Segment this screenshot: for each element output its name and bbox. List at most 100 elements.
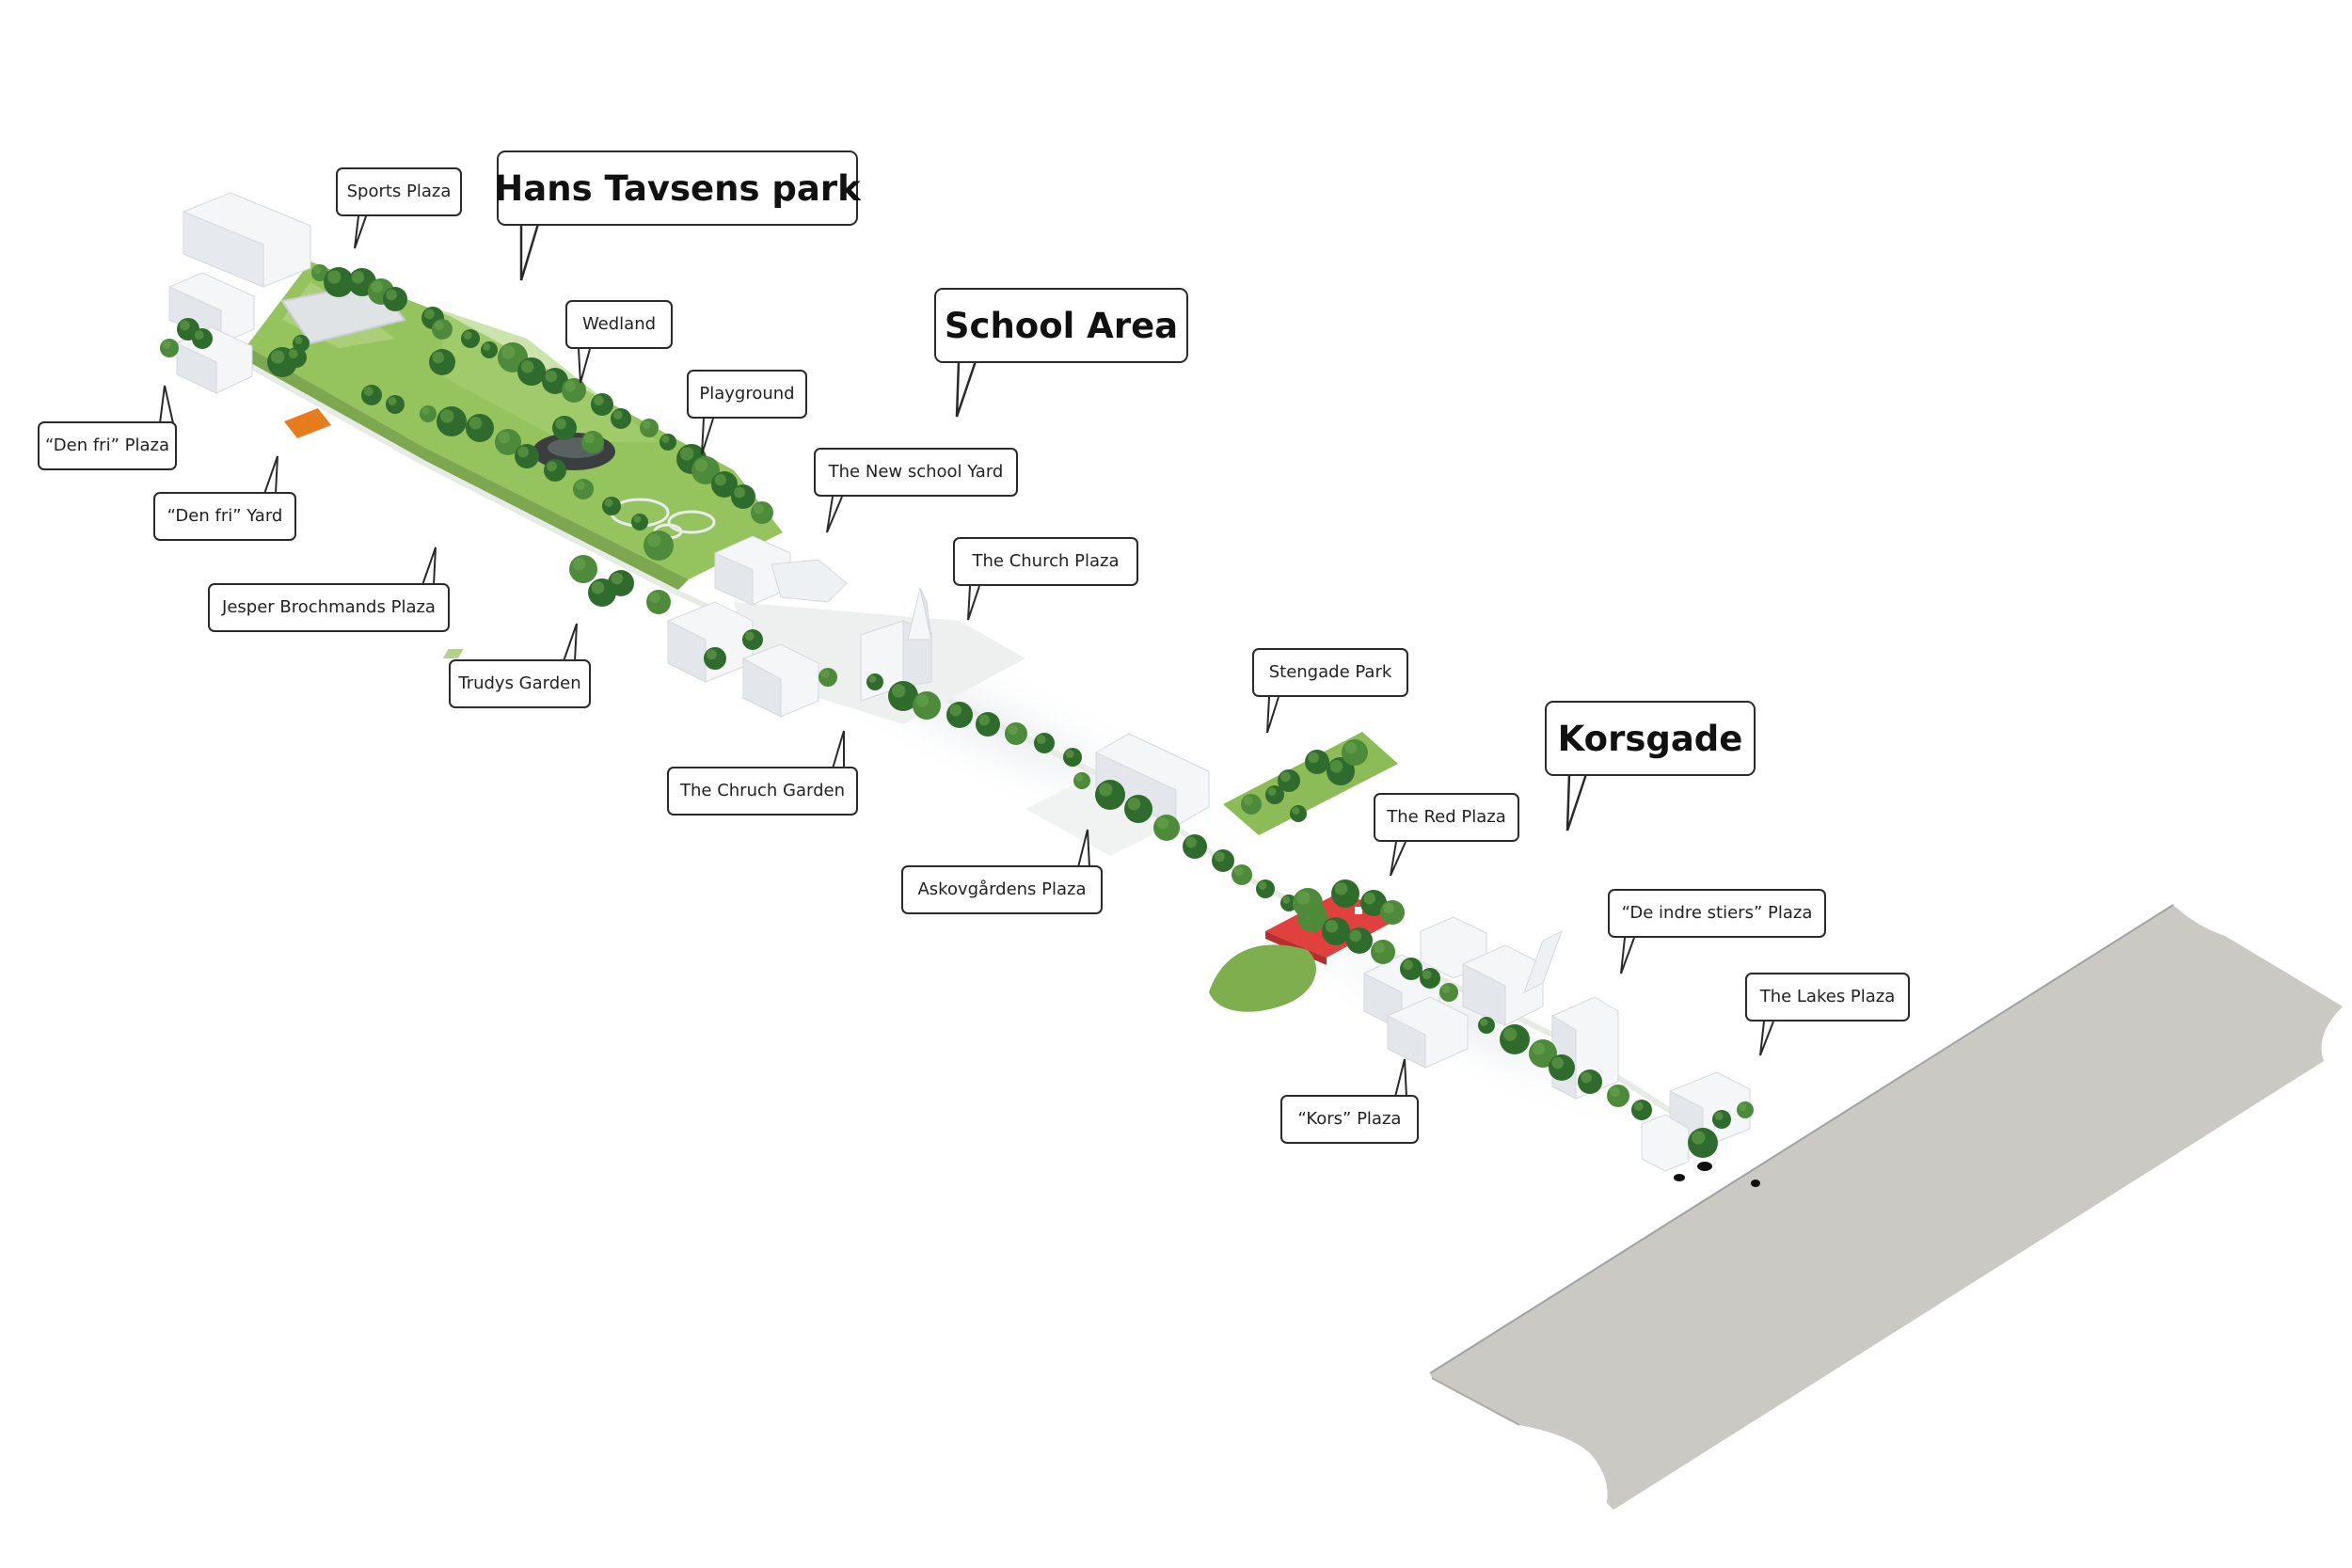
tree (1371, 940, 1395, 964)
stengade-park-lawn (1223, 732, 1398, 835)
tree-highlight (1282, 895, 1291, 904)
green-mound (1209, 944, 1316, 1012)
tree (591, 393, 613, 416)
tree-highlight (1344, 741, 1358, 754)
tree-highlight (1441, 985, 1451, 993)
tree (552, 416, 577, 440)
tree-highlight (469, 417, 483, 430)
tree (1305, 750, 1329, 774)
tree (1439, 983, 1458, 1002)
tree-highlight (1233, 866, 1244, 877)
tree-highlight (483, 342, 491, 351)
tree (1500, 1024, 1530, 1054)
tree (640, 419, 659, 437)
tree-highlight (892, 684, 906, 698)
tree (1607, 1085, 1629, 1107)
tree-highlight (915, 694, 930, 707)
tree (1005, 722, 1027, 745)
tree-highlight (1334, 882, 1348, 895)
tree (1342, 739, 1368, 766)
tree-highlight (180, 320, 190, 331)
tree (1322, 917, 1350, 945)
tree-highlight (584, 433, 595, 444)
tree-highlight (501, 345, 516, 359)
tree-highlight (1325, 920, 1339, 933)
label-den-fri-yard: “Den fri” Yard (153, 492, 296, 541)
tree (569, 555, 597, 583)
label-jesper-brochmands-plaza: Jesper Brochmands Plaza (208, 583, 450, 632)
tree-highlight (434, 321, 444, 331)
tree-highlight (424, 309, 435, 320)
tree-highlight (1075, 773, 1084, 782)
tree (1578, 1069, 1602, 1094)
tree (461, 329, 480, 348)
label-sports-plaza: Sports Plaza (336, 167, 462, 216)
tree (660, 434, 676, 451)
tree (432, 319, 453, 340)
tree-highlight (744, 631, 755, 641)
tree (1631, 1100, 1652, 1120)
tree (481, 341, 498, 358)
tree-highlight (633, 515, 642, 523)
tree-highlight (649, 592, 660, 604)
tree (573, 479, 594, 499)
tree (544, 459, 566, 482)
tree-highlight (1258, 881, 1267, 890)
tree-highlight (386, 289, 397, 301)
callout-korsgade: Korsgade (1545, 701, 1756, 832)
tree-highlight (498, 431, 511, 444)
tree-highlight (611, 572, 624, 585)
tree-highlight (1099, 783, 1113, 797)
tree (1073, 772, 1090, 789)
tree-highlight (271, 350, 285, 364)
tree-highlight (421, 406, 430, 415)
tree (1293, 888, 1323, 918)
tree (429, 349, 455, 375)
tree-highlight (1610, 1086, 1620, 1098)
label-kors-plaza: “Kors” Plaza (1280, 1095, 1419, 1144)
callout-school-area: School Area (934, 288, 1188, 418)
tree (976, 712, 1000, 736)
tree-highlight (517, 446, 529, 458)
tree (515, 444, 539, 468)
label-lakes-plaza: The Lakes Plaza (1745, 973, 1910, 1022)
tree (644, 531, 674, 561)
tree-highlight (440, 409, 454, 423)
tree (1232, 864, 1252, 885)
buildings (168, 192, 1751, 1172)
tree (1478, 1017, 1495, 1034)
tree-highlight (1243, 796, 1253, 806)
tree (1331, 879, 1359, 908)
tree-highlight (1008, 724, 1018, 736)
tree-highlight (1374, 942, 1385, 954)
tree-highlight (1215, 851, 1225, 863)
tree (1380, 900, 1405, 925)
tree-highlight (1308, 752, 1319, 764)
tree-highlight (1633, 1101, 1644, 1112)
tree-highlight (288, 349, 298, 359)
label-school-area: School Area (934, 288, 1188, 363)
tree-highlight (363, 387, 373, 397)
tree-highlight (194, 330, 204, 341)
tree (1549, 1054, 1575, 1081)
tree-highlight (545, 370, 558, 383)
tree (386, 395, 405, 414)
label-church-garden: The Chruch Garden (667, 767, 858, 816)
tree-highlight (694, 459, 708, 472)
tree (1034, 733, 1055, 753)
tree-highlight (1422, 970, 1432, 980)
tree (1256, 879, 1275, 898)
label-new-school-yard: The New school Yard (814, 448, 1018, 497)
tree (1290, 805, 1307, 822)
tree (517, 357, 546, 386)
label-red-plaza: The Red Plaza (1374, 793, 1519, 842)
tree-highlight (591, 581, 605, 594)
shore-stones (1674, 1162, 1760, 1187)
tree-highlight (162, 341, 171, 349)
tree-highlight (294, 336, 303, 344)
callout-hans-tavsens-park: Hans Tavsens park (494, 150, 861, 281)
tree-highlight (520, 360, 534, 373)
tree-highlight (754, 503, 764, 515)
tree (581, 431, 604, 453)
tree (742, 629, 763, 650)
